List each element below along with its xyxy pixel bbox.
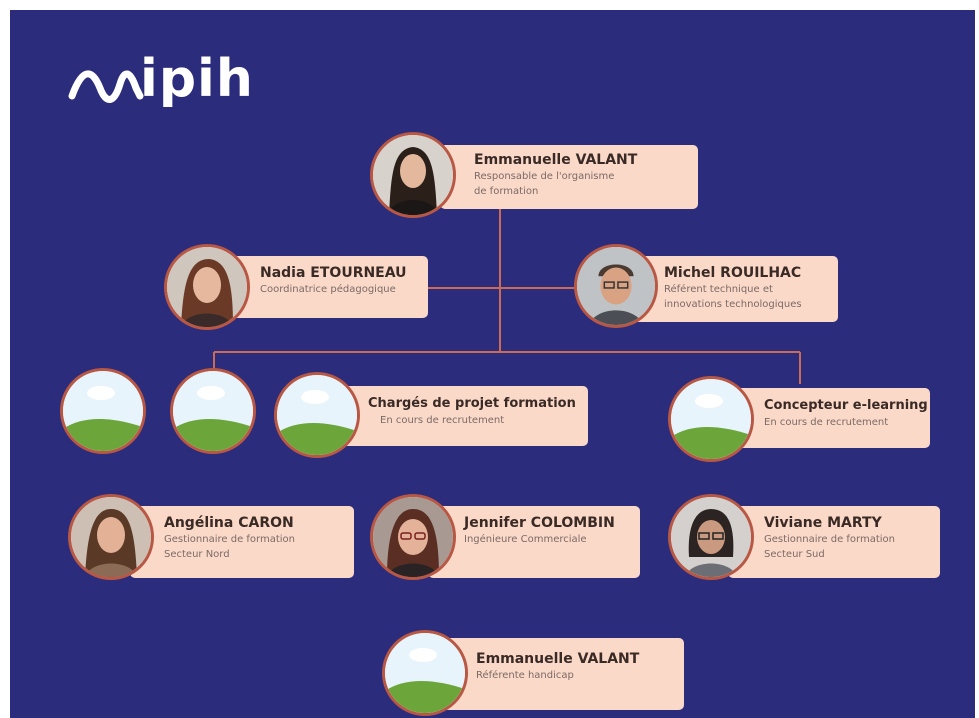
elearning-card: Concepteur e-learning En cours de recrut…: [730, 388, 930, 448]
left-manager-role: Coordinatrice pédagogique: [260, 284, 396, 295]
project-team-name: Chargés de projet formation: [368, 396, 576, 411]
right-manager-avatar: [574, 244, 658, 328]
project-team-avatar: [274, 372, 360, 458]
staff-role-caron-line1: Gestionnaire de formation: [164, 534, 296, 545]
mipih-logo: [68, 48, 288, 118]
person-photo-icon: [577, 247, 655, 325]
staff-avatar-marty: [668, 494, 754, 580]
landscape-placeholder-icon: [385, 633, 465, 713]
staff-avatar-colombin: [370, 494, 456, 580]
handicap-avatar: [382, 630, 468, 716]
director-role-line2: de formation: [474, 186, 539, 197]
landscape-placeholder-icon: [277, 375, 357, 455]
person-photo-icon: [373, 135, 453, 215]
staff-name-caron: Angélina CARON: [164, 515, 294, 531]
placeholder-avatar-2: [170, 368, 256, 454]
handicap-name: Emmanuelle VALANT: [476, 651, 640, 667]
elearning-name: Concepteur e-learning: [764, 398, 928, 413]
right-manager-card: Michel ROUILHAC Référent technique et in…: [630, 256, 838, 322]
director-avatar: [370, 132, 456, 218]
person-photo-icon: [671, 497, 751, 577]
project-team-status: En cours de recrutement: [380, 415, 505, 426]
left-manager-avatar: [164, 244, 250, 330]
elearning-avatar: [668, 376, 754, 462]
handicap-role: Référente handicap: [476, 670, 574, 681]
landscape-placeholder-icon: [671, 379, 751, 459]
elearning-status: En cours de recrutement: [764, 417, 889, 428]
connector-lines: [213, 207, 801, 384]
staff-name-marty: Viviane MARTY: [764, 515, 882, 531]
right-manager-name: Michel ROUILHAC: [664, 265, 802, 281]
director-name: Emmanuelle VALANT: [474, 152, 638, 168]
staff-card-marty: Viviane MARTY Gestionnaire de formation …: [728, 506, 940, 578]
director-card: Emmanuelle VALANT Responsable de l'organ…: [440, 145, 698, 209]
landscape-placeholder-icon: [63, 371, 143, 451]
right-manager-role-line1: Référent technique et: [664, 284, 773, 295]
staff-card-colombin: Jennifer COLOMBIN Ingénieure Commerciale: [428, 506, 640, 578]
staff-avatar-caron: [68, 494, 154, 580]
placeholder-avatar-1: [60, 368, 146, 454]
handicap-card: Emmanuelle VALANT Référente handicap: [442, 638, 684, 710]
logo-text: ipih: [140, 49, 254, 109]
staff-role-caron-line2: Secteur Nord: [164, 549, 230, 560]
staff-role-colombin: Ingénieure Commerciale: [464, 534, 587, 545]
wave-logo-icon: [68, 70, 144, 103]
person-photo-icon: [167, 247, 247, 327]
person-photo-icon: [373, 497, 453, 577]
right-manager-role-line2: innovations technologiques: [664, 299, 802, 310]
landscape-placeholder-icon: [173, 371, 253, 451]
person-photo-icon: [71, 497, 151, 577]
left-manager-card: Nadia ETOURNEAU Coordinatrice pédagogiqu…: [226, 256, 428, 318]
staff-card-caron: Angélina CARON Gestionnaire de formation…: [130, 506, 354, 578]
staff-role-marty-line2: Secteur Sud: [764, 549, 825, 560]
director-role-line1: Responsable de l'organisme: [474, 171, 615, 182]
org-chart: ipih Emmanuelle VALANT Responsable de l'…: [10, 10, 975, 718]
staff-role-marty-line1: Gestionnaire de formation: [764, 534, 896, 545]
left-manager-name: Nadia ETOURNEAU: [260, 265, 407, 281]
staff-name-colombin: Jennifer COLOMBIN: [464, 515, 615, 531]
project-team-card: Chargés de projet formation En cours de …: [328, 386, 588, 446]
